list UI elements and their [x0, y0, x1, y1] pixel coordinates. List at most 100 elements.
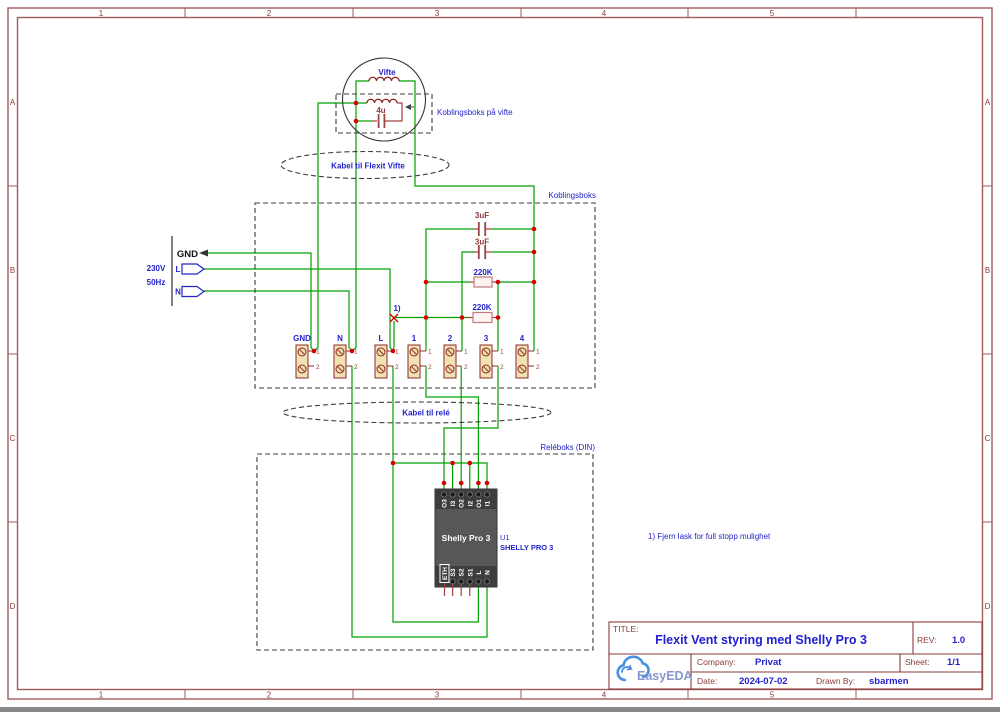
- terminal-block-n[interactable]: N 1 2: [333, 334, 358, 379]
- frame-col-label: 2: [267, 691, 272, 700]
- relay-box-label: Reléboks (DIN): [540, 443, 595, 452]
- shelly-pin-label: I3: [450, 500, 457, 506]
- terminal-name: GND: [293, 334, 311, 343]
- eth-port-icon: [439, 564, 450, 583]
- fan-winding1: [368, 76, 400, 82]
- date-value: 2024-07-02: [739, 676, 788, 687]
- frame-col-label: 1: [99, 691, 104, 700]
- shelly-pin-label: L: [476, 570, 483, 574]
- shelly-part-name: SHELLY PRO 3: [500, 543, 553, 552]
- resistor-220K-1[interactable]: 220K: [469, 268, 497, 288]
- shelly-designator: U1: [500, 533, 510, 542]
- frame-row-label: C: [10, 434, 16, 443]
- terminal-name: L: [379, 334, 384, 343]
- pin-number: 1: [536, 349, 540, 356]
- frame-row-label: C: [985, 434, 991, 443]
- terminal-block-l[interactable]: L 1 2: [374, 334, 399, 379]
- neutral-netflag-icon: [181, 285, 206, 298]
- fan-motor[interactable]: Vifte 4u: [341, 57, 427, 142]
- frame-row-label: A: [10, 98, 16, 107]
- frequency-label: 50Hz: [147, 278, 166, 287]
- resistor-value: 220K: [472, 303, 491, 312]
- live-netlabel: L: [176, 265, 181, 274]
- gnd-netlabel: GND: [177, 249, 198, 260]
- fan-cable-label: Kabel til Flexit Vifte: [331, 162, 405, 171]
- voltage-label: 230V: [147, 264, 166, 273]
- frame-row-label: D: [985, 602, 991, 611]
- title-block[interactable]: TITLE: Flexit Vent styring med Shelly Pr…: [608, 621, 983, 690]
- relay-box-outline: [256, 453, 594, 651]
- fan-winding2: [366, 98, 398, 104]
- pin-number: 1: [464, 349, 468, 356]
- pin-number: 2: [464, 364, 468, 371]
- supply-input[interactable]: 230V 50Hz GND L N: [147, 236, 208, 306]
- shelly-pin-label: S1: [467, 568, 474, 576]
- relay-cable-label: Kabel til relé: [402, 409, 450, 418]
- resistor-220K-2[interactable]: 220K: [468, 303, 497, 324]
- shelly-pin-label: O1: [476, 499, 483, 508]
- frame-row-label: B: [10, 266, 15, 275]
- capacitor-value: 3uF: [475, 238, 489, 247]
- terminal-block-1[interactable]: 1 1 2: [407, 334, 432, 379]
- capacitor-value: 3uF: [475, 211, 489, 220]
- fan-cable-outline: [280, 150, 450, 180]
- schematic-note: 1) Fjern lask for full stopp mulighet: [648, 532, 771, 541]
- fan-junction-box-label: Koblingsboks på vifte: [437, 108, 513, 117]
- pin-number: 2: [500, 364, 504, 371]
- relay-cable-outline: [282, 401, 552, 424]
- pin-number: 2: [316, 364, 320, 371]
- shelly-pin-label: O3: [442, 499, 449, 508]
- drawn-by-label: Drawn By:: [816, 676, 855, 686]
- junction-dots: [311, 100, 537, 486]
- title-label: TITLE:: [613, 624, 639, 634]
- frame-col-label: 3: [435, 9, 440, 18]
- sheet-label: Sheet:: [905, 657, 930, 667]
- frame-col-label: 5: [770, 691, 775, 700]
- gnd-arrow-icon: [199, 249, 208, 257]
- resistor-value: 220K: [473, 268, 492, 277]
- frame-row-label: A: [985, 98, 991, 107]
- terminal-name: N: [337, 334, 343, 343]
- frame-col-label: 4: [602, 9, 607, 18]
- junction-box-label: Koblingsboks: [548, 191, 596, 200]
- capacitor-3uF-1[interactable]: 3uF: [473, 211, 491, 236]
- frame-col-label: 4: [602, 691, 607, 700]
- frame-col-label: 2: [267, 9, 272, 18]
- frame-col-label: 3: [435, 691, 440, 700]
- sheet-title: Flexit Vent styring med Shelly Pro 3: [655, 633, 867, 647]
- shelly-pin-label: ETH: [442, 567, 449, 580]
- sheet-value: 1/1: [947, 657, 961, 668]
- terminal-block-gnd[interactable]: GND 1 2: [293, 334, 320, 379]
- rev-value: 1.0: [952, 635, 965, 646]
- shelly-pin-label: I1: [485, 500, 492, 506]
- terminal-name: 1: [412, 334, 417, 343]
- shelly-pin-label: S3: [450, 568, 457, 576]
- pin-number: 2: [428, 364, 432, 371]
- pin-number: 2: [354, 364, 358, 371]
- date-label: Date:: [697, 676, 717, 686]
- capacitor-3uF-2[interactable]: 3uF: [473, 238, 491, 260]
- removable-link[interactable]: 1): [389, 304, 401, 323]
- pin-number: 1: [500, 349, 504, 356]
- fan-label: Vifte: [378, 68, 396, 77]
- junction-box-outline: [254, 202, 596, 389]
- frame-col-label: 5: [770, 9, 775, 18]
- live-netflag-icon: [181, 263, 206, 275]
- fan-junction-box-outline: [335, 93, 433, 134]
- shelly-pin-label: I2: [467, 500, 474, 506]
- terminal-block-2[interactable]: 2 1 2: [443, 334, 468, 379]
- terminal-block-4[interactable]: 4 1 2: [515, 334, 540, 379]
- terminal-block-3[interactable]: 3 1 2: [479, 334, 504, 379]
- pin-number: 1: [354, 349, 358, 356]
- easyeda-logo-icon: EasyEDA: [616, 655, 693, 683]
- pin-number: 1: [428, 349, 432, 356]
- shelly-pin-label: N: [485, 570, 492, 575]
- shelly-pro3-device[interactable]: O3 I3 O2 I2 O1 I1 Shelly Pro 3 ETH S3 S2…: [434, 488, 553, 596]
- terminal-name: 2: [448, 334, 453, 343]
- frame-row-label: B: [985, 266, 990, 275]
- fan-cap-value: 4u: [376, 106, 385, 115]
- fan-connector-arrow-icon: [405, 104, 411, 110]
- neutral-netlabel: N: [175, 288, 181, 297]
